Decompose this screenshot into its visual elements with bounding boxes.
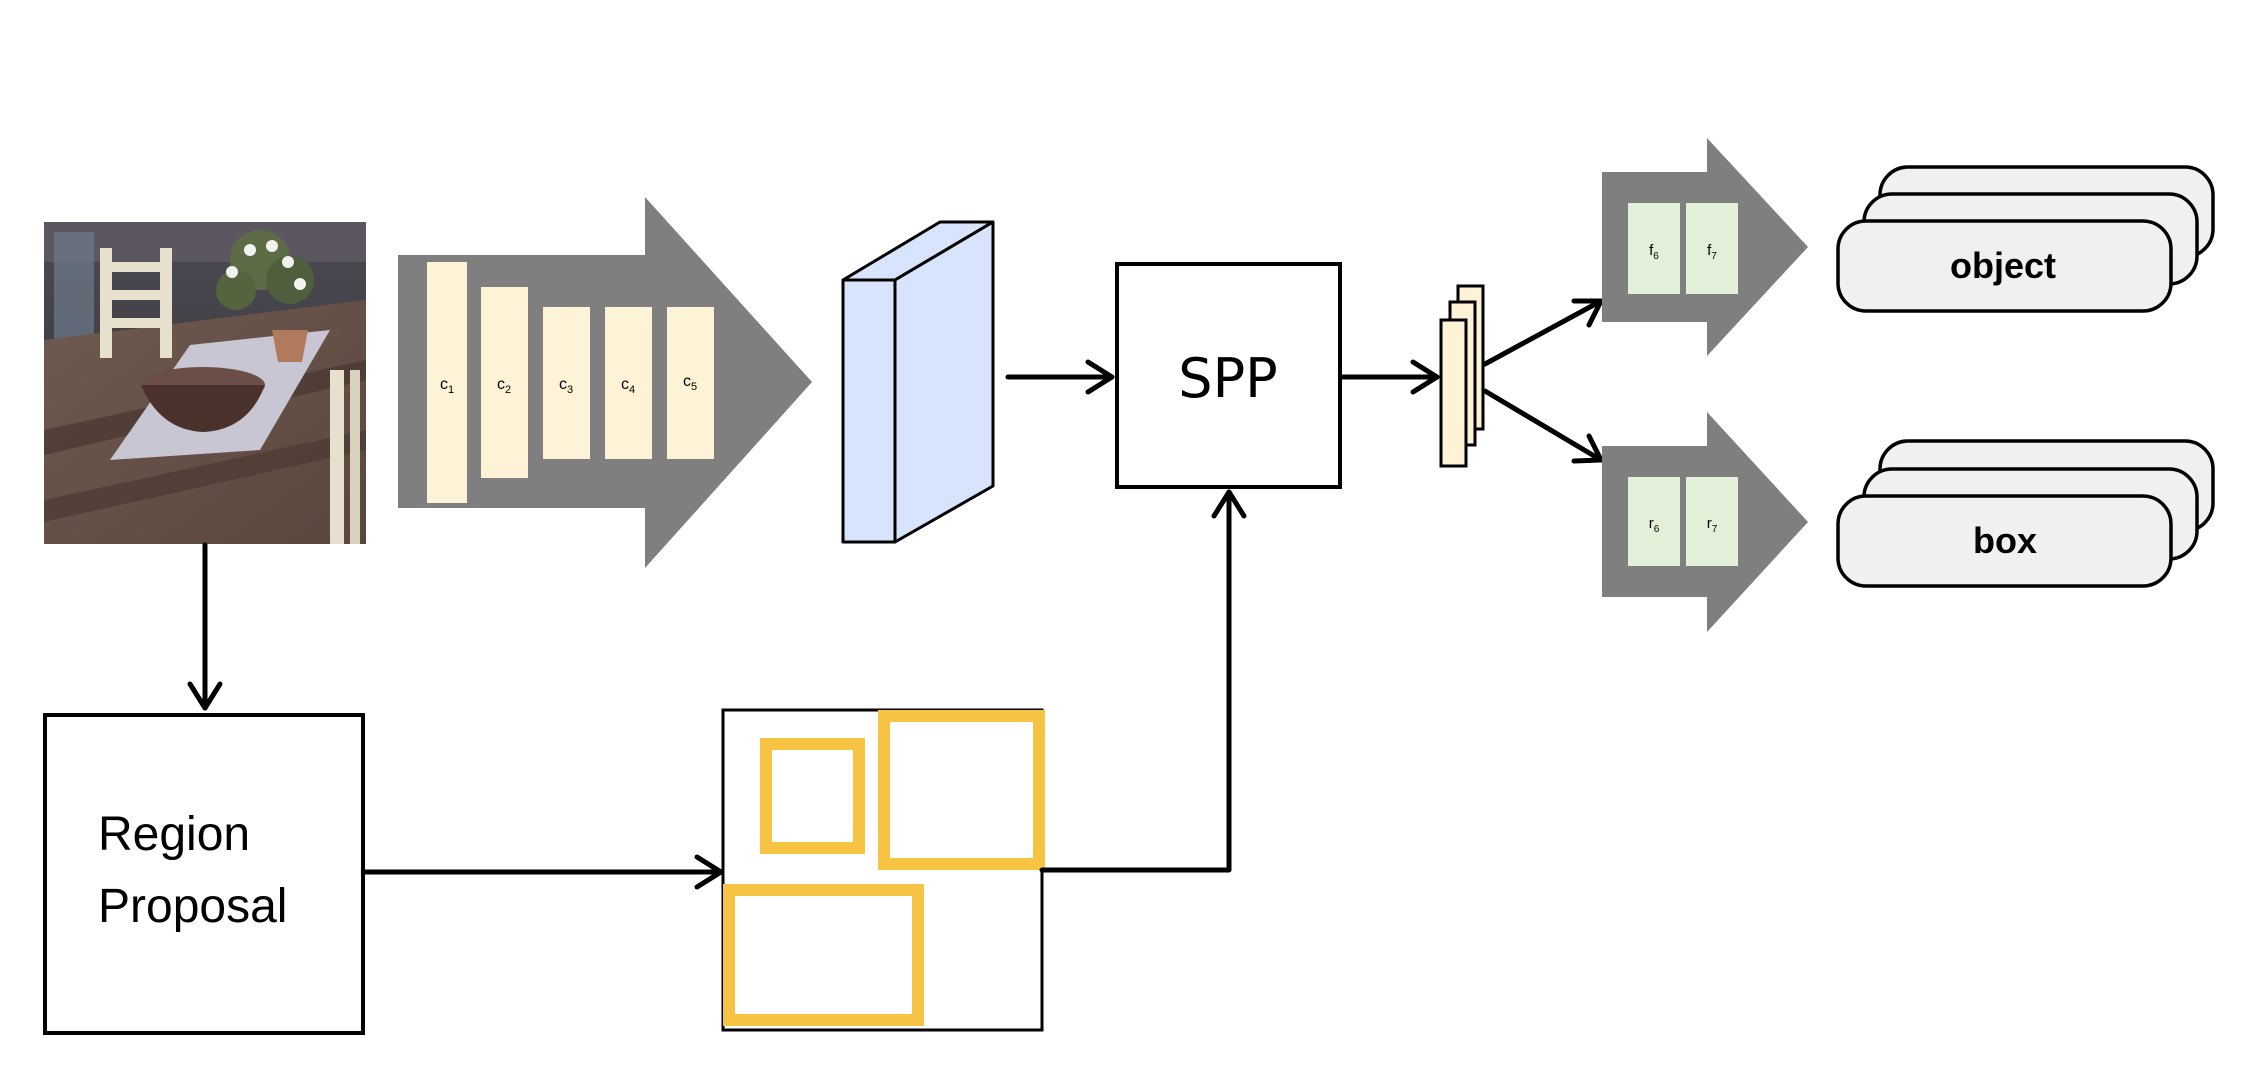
output-label-box: box <box>1973 520 2037 561</box>
spp-box: SPP <box>1115 262 1342 489</box>
conv-layer-c3: c3 <box>543 307 590 459</box>
region-proposal-line2: Proposal <box>98 880 287 933</box>
output-stack-object <box>1836 165 2215 313</box>
arrow-photo-to-proposal <box>187 542 223 711</box>
output-label-object: object <box>1950 245 2056 286</box>
proposals-panel <box>721 708 1045 1032</box>
fc-label-r6: r6 <box>1649 515 1660 535</box>
conv-layer-c1: c1 <box>427 262 467 503</box>
region-proposal-box: Region Proposal <box>43 713 365 1035</box>
spp-label: SPP <box>1178 347 1277 410</box>
pooled-feature-vectors <box>1439 284 1485 468</box>
feature-map-block <box>841 220 995 544</box>
arrow-proposal-to-boxes <box>362 854 724 890</box>
proposal-box-small <box>760 738 865 854</box>
region-proposal-line1: Region <box>98 808 250 861</box>
arrow-spp-to-features <box>1339 359 1440 395</box>
conv-layer-c4: c4 <box>605 307 652 459</box>
arrow-to-object-branch <box>1482 298 1604 367</box>
conv-layer-c2: c2 <box>481 287 528 478</box>
arrow-feature-to-spp <box>1005 359 1115 395</box>
arrow-proposals-to-spp <box>1039 489 1247 873</box>
conv-layer-c5: c5 <box>667 307 714 459</box>
svg-text:c4: c4 <box>621 376 635 396</box>
fc-label-f6: f6 <box>1649 242 1659 262</box>
svg-text:c3: c3 <box>559 376 573 396</box>
fc-label-r7: r7 <box>1707 515 1718 535</box>
output-stack-box <box>1836 439 2215 588</box>
svg-text:c2: c2 <box>497 376 511 396</box>
fc-arrow-box: r6 r7 <box>1602 412 1808 632</box>
fc-label-f7: f7 <box>1707 242 1717 262</box>
proposal-box-large <box>878 710 1045 870</box>
arrow-to-box-branch <box>1482 388 1604 464</box>
fc-arrow-object: f6 f7 <box>1602 138 1808 356</box>
proposal-box-wide <box>723 884 924 1026</box>
svg-text:c5: c5 <box>683 373 697 393</box>
svg-text:c1: c1 <box>440 376 454 396</box>
input-photo <box>44 222 366 544</box>
